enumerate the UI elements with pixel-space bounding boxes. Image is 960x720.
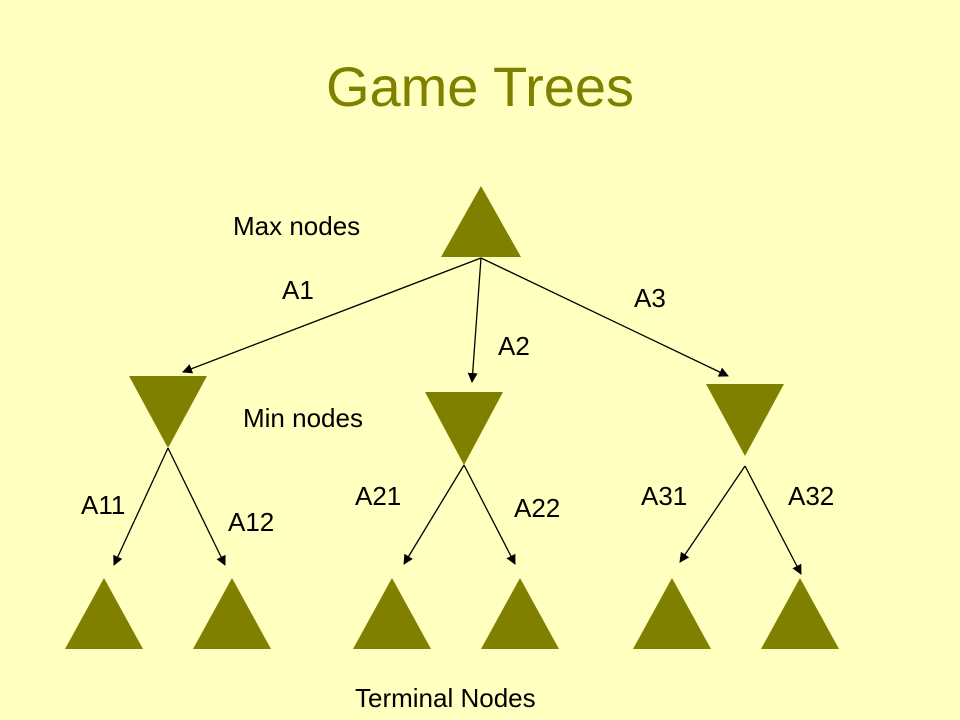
terminal-node-triangle <box>761 578 839 649</box>
edge-a22 <box>463 464 516 565</box>
edge-label-a21: A21 <box>355 481 401 511</box>
terminal-node-triangle <box>193 578 271 649</box>
max-nodes-label: Max nodes <box>233 211 360 241</box>
min-nodes-label: Min nodes <box>243 403 363 433</box>
edge-a2 <box>467 257 482 383</box>
min-node-triangle <box>425 392 503 465</box>
max-node-triangle <box>441 186 521 257</box>
terminal-node-triangle <box>353 578 431 649</box>
edge-label-a3: A3 <box>634 283 666 313</box>
edge-a11 <box>113 447 169 566</box>
min-node-triangle <box>706 384 784 456</box>
terminal-node-triangle <box>65 578 143 649</box>
edge-label-a32: A32 <box>788 481 834 511</box>
edge-label-a22: A22 <box>514 493 560 523</box>
edge-label-a31: A31 <box>641 481 687 511</box>
edge-a32 <box>744 465 802 575</box>
terminal-nodes-label: Terminal Nodes <box>355 683 536 713</box>
edge-label-a12: A12 <box>228 507 274 537</box>
edge-a3 <box>480 257 729 377</box>
tree-nodes <box>65 186 839 649</box>
min-node-triangle <box>129 376 207 448</box>
slide-title: Game Trees <box>325 55 635 118</box>
edge-label-a1: A1 <box>282 275 314 305</box>
edge-a1 <box>182 257 482 374</box>
terminal-node-triangle <box>633 578 711 649</box>
edge-a12 <box>167 447 226 566</box>
edge-a21 <box>403 464 465 565</box>
edge-label-a2: A2 <box>498 331 530 361</box>
tree-edges <box>113 257 802 575</box>
edge-label-a11: A11 <box>81 490 125 520</box>
edge-a31 <box>679 465 746 563</box>
terminal-node-triangle <box>481 578 559 649</box>
